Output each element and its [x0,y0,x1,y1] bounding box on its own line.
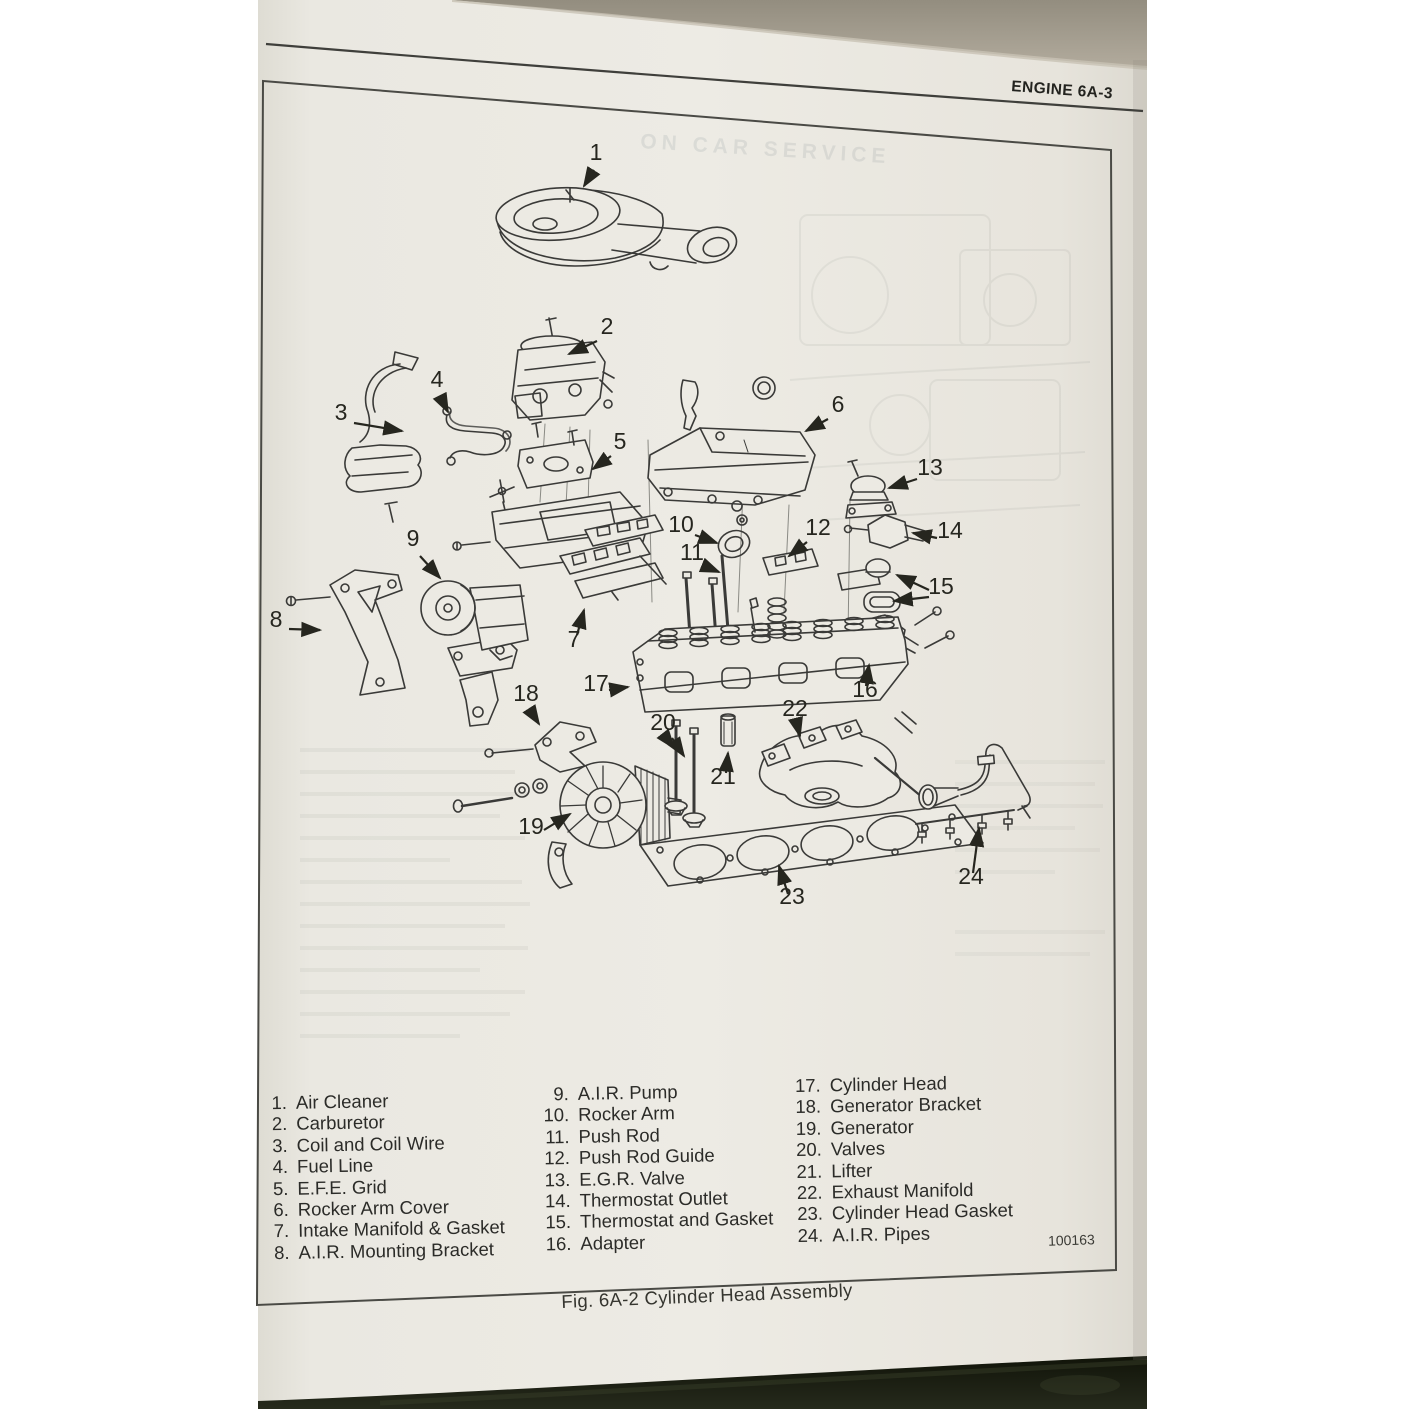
exploded-diagram [285,186,1031,889]
air-mounting-bracket-drawing [285,569,518,727]
callout-8: 8 [270,606,283,632]
callout-21: 21 [710,763,736,789]
callout-10: 10 [668,511,694,537]
callout-6: 6 [832,391,845,417]
generator-bracket-drawing [452,721,597,889]
efe-grid-drawing [517,421,594,489]
page-stack-edge [1133,60,1147,1360]
callout-18: 18 [513,680,539,706]
callout-2: 2 [601,313,614,339]
parts-list-item: 15.Thermostat and Gasket [545,1207,774,1233]
parts-list-column-2: 9.A.I.R. Pump 10.Rocker Arm 11.Push Rod … [537,1079,774,1254]
callout-13: 13 [917,454,943,480]
parts-list-item: 16.Adapter [545,1231,646,1255]
exhaust-manifold-drawing [758,711,932,809]
thermostat-and-gasket-drawing [837,558,901,613]
rocker-arm-cover-drawing [647,376,816,506]
egr-valve-drawing [845,459,897,519]
callout-3: 3 [335,399,348,425]
coil-and-wire-drawing [344,351,422,523]
callout-9: 9 [407,525,420,551]
callout-23: 23 [779,883,805,909]
figure-border-box [255,79,1118,1307]
cylinder-head-drawing [632,597,909,713]
parts-list-item: 18.Generator Bracket [795,1093,982,1118]
callout-20: 20 [650,709,676,735]
air-pump-drawing [420,580,529,661]
callout-4: 4 [431,366,444,392]
callout-15: 15 [928,573,954,599]
callout-arrows [288,166,985,895]
air-cleaner-drawing [495,186,738,271]
callout-17: 17 [583,670,609,696]
thermostat-outlet-drawing [843,514,926,549]
callout-numbers: 1 2 3 4 5 6 7 8 9 10 11 12 13 14 15 16 1… [270,139,984,909]
callout-22: 22 [782,695,808,721]
rocker-arm-drawing [717,500,751,559]
header-rule-line [265,42,1144,113]
air-pipes-drawing [915,743,1031,844]
generator-drawing [559,761,682,849]
intake-manifold-drawing [452,479,667,601]
figure-reference-number: 100163 [1047,1231,1095,1249]
callout-16: 16 [852,676,878,702]
lifter-drawing [720,713,736,747]
push-rod-drawing [682,554,730,640]
page-rules [255,42,1144,1307]
parts-list-column-1: 1.Air Cleaner 2.Carburetor 3.Coil and Co… [255,1088,506,1263]
table-surface-bottom [258,1356,1147,1409]
callout-1: 1 [590,139,603,165]
parts-list-item: 23.Cylinder Head Gasket [797,1199,1014,1225]
callout-14: 14 [937,517,963,543]
parts-list-column-3: 17.Cylinder Head 18.Generator Bracket 19… [789,1071,1014,1246]
callout-19: 19 [518,813,544,839]
callout-12: 12 [805,514,831,540]
callout-11: 11 [680,539,704,565]
parts-list-item: 24.A.I.R. Pipes [797,1222,931,1246]
callout-24: 24 [958,863,984,889]
callout-7: 7 [568,626,581,652]
callout-5: 5 [614,428,627,454]
parts-list-item: 8.A.I.R. Mounting Bracket [273,1238,495,1263]
